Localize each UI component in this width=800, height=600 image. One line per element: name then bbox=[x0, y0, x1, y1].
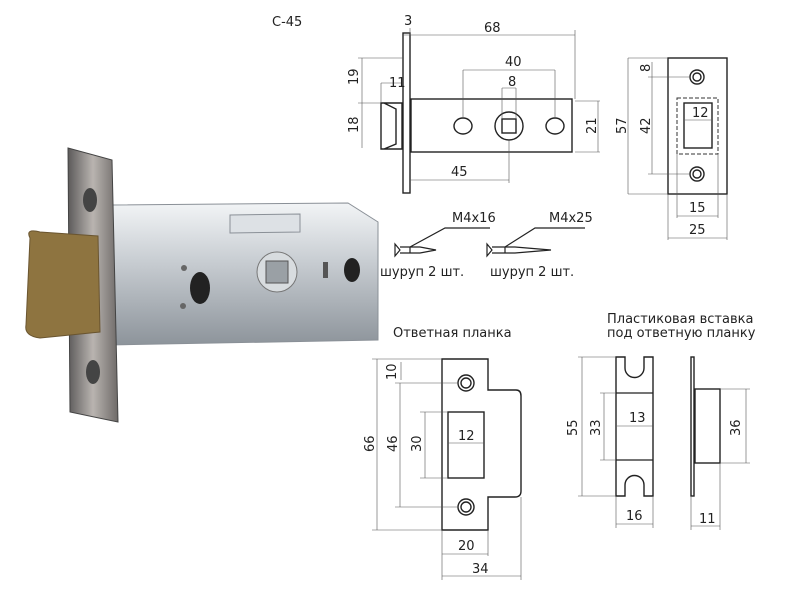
dim-insert-depth: 11 bbox=[699, 512, 716, 527]
dim-height: 57 bbox=[615, 117, 630, 134]
dim-bolt-projection: 11 bbox=[389, 76, 406, 91]
plastic-insert-view: Пластиковая вставка под ответную планку … bbox=[566, 312, 756, 530]
dim-body-height: 21 bbox=[585, 117, 600, 134]
screw-size-1: M4x16 bbox=[452, 211, 496, 226]
dim-strike-hole-spacing: 46 bbox=[386, 435, 401, 452]
dim-plate-width: 20 bbox=[458, 539, 475, 554]
strike-plate-view: Ответная планка 12 20 34 10 66 46 30 bbox=[363, 326, 522, 580]
dim-depth-height: 36 bbox=[729, 419, 744, 436]
dim-pocket-width: 13 bbox=[629, 411, 646, 426]
insert-title-line2: под ответную планку bbox=[607, 326, 756, 341]
dim-pocket-height: 33 bbox=[589, 419, 604, 436]
dim-strike-hole-offset: 10 bbox=[385, 363, 400, 380]
dim-top-offset: 19 bbox=[347, 68, 362, 85]
dim-hole-spacing: 42 bbox=[639, 117, 654, 134]
dim-total-width: 34 bbox=[472, 562, 489, 577]
dim-insert-width: 16 bbox=[626, 509, 643, 524]
dim-backset: 45 bbox=[451, 165, 468, 180]
screw-size-2: M4x25 bbox=[549, 211, 593, 226]
latch-side-view: 3 68 40 8 11 45 19 18 21 bbox=[347, 14, 600, 194]
latch-photo bbox=[25, 147, 379, 423]
dim-faceplate-thickness: 3 bbox=[404, 14, 412, 29]
dim-holes-spacing: 40 bbox=[505, 55, 522, 70]
dim-bolt-width: 12 bbox=[692, 106, 709, 121]
dim-spindle: 8 bbox=[508, 75, 516, 90]
dim-hole-offset: 8 bbox=[639, 64, 654, 72]
dim-slot-height: 30 bbox=[410, 435, 425, 452]
dim-width: 25 bbox=[689, 223, 706, 238]
model-label: С-45 bbox=[272, 15, 302, 30]
dim-inner-width: 15 bbox=[689, 201, 706, 216]
dim-strike-height: 66 bbox=[363, 435, 378, 452]
dim-insert-height: 55 bbox=[566, 419, 581, 436]
dim-slot-width: 12 bbox=[458, 429, 475, 444]
screw-label-1: шуруп 2 шт. bbox=[380, 265, 464, 280]
dim-length: 68 bbox=[484, 21, 501, 36]
strike-plate-title: Ответная планка bbox=[393, 326, 512, 341]
screw-label-2: шуруп 2 шт. bbox=[490, 265, 574, 280]
faceplate-front-view: 12 15 25 8 42 57 bbox=[615, 57, 728, 240]
dim-bolt-height: 18 bbox=[347, 116, 362, 133]
screws: M4x16 M4x25 шуруп 2 шт. шуруп 2 шт. bbox=[380, 211, 593, 280]
insert-title-line1: Пластиковая вставка bbox=[607, 312, 753, 327]
